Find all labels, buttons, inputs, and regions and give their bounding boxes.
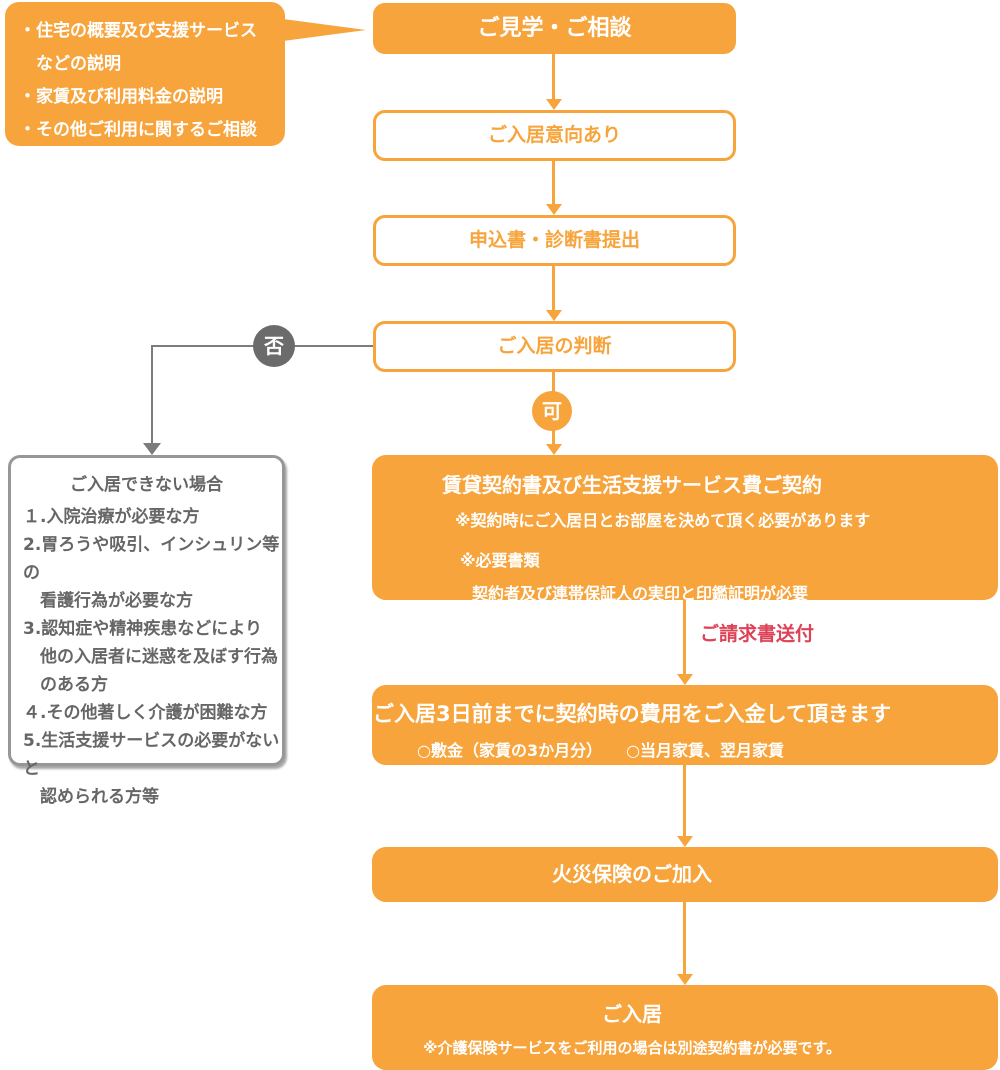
rejection-item: １.入院治療が必要な方	[23, 507, 200, 527]
arrow-down-gray-icon	[143, 443, 161, 455]
callout-info-box: ・住宅の概要及び支援サービス などの説明 ・家賃及び利用料金の説明 ・その他ご利…	[5, 2, 285, 146]
decision-yes-label: 可	[542, 399, 562, 423]
step-decision-box: ご入居の判断	[373, 321, 736, 372]
arrow-down-icon	[677, 836, 693, 847]
contract-box: 賃貸契約書及び生活支援サービス費ご契約 ※契約時にご入居日とお部屋を決めて頂く必…	[372, 455, 998, 603]
callout-line: ・その他ご利用に関するご相談	[19, 120, 257, 140]
arrow-down-icon	[546, 99, 562, 110]
payment-title: ご入居3日前までに契約時の費用をご入金して頂きます	[373, 702, 891, 726]
arrow-contract-to-payment	[677, 600, 693, 685]
rejection-title: ご入居できない場合	[70, 475, 223, 495]
payment-box: ご入居3日前までに契約時の費用をご入金して頂きます ○敷金（家賃の3か月分） ○…	[372, 685, 998, 765]
step-intent-box: ご入居意向あり	[373, 110, 736, 161]
rejection-item: 2.胃ろうや吸引、インシュリン等の	[23, 535, 280, 583]
no-branch-vertical-line	[151, 345, 153, 444]
arrow-down-icon	[677, 674, 693, 685]
arrow-down-icon	[546, 204, 562, 215]
contract-title: 賃貸契約書及び生活支援サービス費ご契約	[442, 473, 822, 497]
movein-note: ※介護保険サービスをご利用の場合は別途契約書が必要です。	[422, 1039, 842, 1057]
arrow-intent-to-apply	[546, 161, 562, 215]
rejection-item: 3.認知症や精神疾患などにより	[23, 619, 262, 639]
step-intent-label: ご入居意向あり	[487, 124, 621, 146]
callout-line: ・家賃及び利用料金の説明	[19, 87, 223, 107]
invoice-sent-label: ご請求書送付	[700, 623, 815, 645]
movein-title: ご入居	[602, 1002, 662, 1026]
rejection-item: ４.その他著しく介護が困難な方	[23, 703, 268, 723]
rejection-item: 他の入居者に迷惑を及ぼす行為	[23, 647, 278, 667]
arrow-shaft	[552, 266, 555, 313]
contract-note-1: ※契約時にご入居日とお部屋を決めて頂く必要があります	[455, 511, 871, 530]
step-visit-label: ご見学・ご相談	[477, 16, 632, 41]
payment-note: ○敷金（家賃の3か月分） ○当月家賃、翌月家賃	[417, 741, 785, 760]
contract-note-3: 契約者及び連帯保証人の実印と印鑑証明が必要	[472, 584, 809, 603]
step-decision-label: ご入居の判断	[497, 335, 612, 357]
arrow-down-icon	[546, 444, 562, 455]
arrow-apply-to-decision	[546, 266, 562, 321]
insurance-box: 火災保険のご加入	[372, 847, 998, 902]
callout-pointer-icon	[283, 19, 366, 41]
arrow-payment-to-insurance	[677, 765, 693, 847]
arrow-shaft	[683, 902, 686, 977]
callout-line: ・住宅の概要及び支援サービス	[19, 21, 257, 41]
arrow-visit-to-intent	[546, 54, 562, 110]
rejection-box: ご入居できない場合 １.入院治療が必要な方 2.胃ろうや吸引、インシュリン等の …	[8, 455, 285, 807]
rejection-item: 5.生活支援サービスの必要がないと	[23, 731, 280, 779]
arrow-insurance-to-movein	[677, 902, 693, 985]
decision-yes-badge: 可	[532, 391, 572, 431]
step-apply-box: 申込書・診断書提出	[373, 215, 736, 266]
step-apply-label: 申込書・診断書提出	[468, 229, 640, 251]
arrow-shaft	[683, 765, 686, 839]
step-visit-box: ご見学・ご相談	[373, 3, 736, 54]
decision-no-badge: 否	[253, 325, 295, 367]
movein-box: ご入居 ※介護保険サービスをご利用の場合は別途契約書が必要です。	[372, 985, 998, 1070]
decision-no-label: 否	[264, 334, 284, 358]
arrow-shaft	[552, 161, 555, 207]
rejection-list: １.入院治療が必要な方 2.胃ろうや吸引、インシュリン等の 看護行為が必要な方 …	[11, 495, 282, 811]
arrow-shaft	[683, 600, 686, 677]
rejection-item: 看護行為が必要な方	[23, 591, 193, 611]
arrow-down-icon	[677, 974, 693, 985]
arrow-shaft	[552, 54, 555, 102]
arrow-down-icon	[546, 310, 562, 321]
rejection-item: 認められる方等	[23, 787, 159, 807]
insurance-title: 火災保険のご加入	[552, 862, 712, 886]
rejection-item: のある方	[23, 675, 108, 695]
contract-note-2: ※必要書類	[460, 551, 540, 570]
callout-line: などの説明	[19, 54, 121, 74]
